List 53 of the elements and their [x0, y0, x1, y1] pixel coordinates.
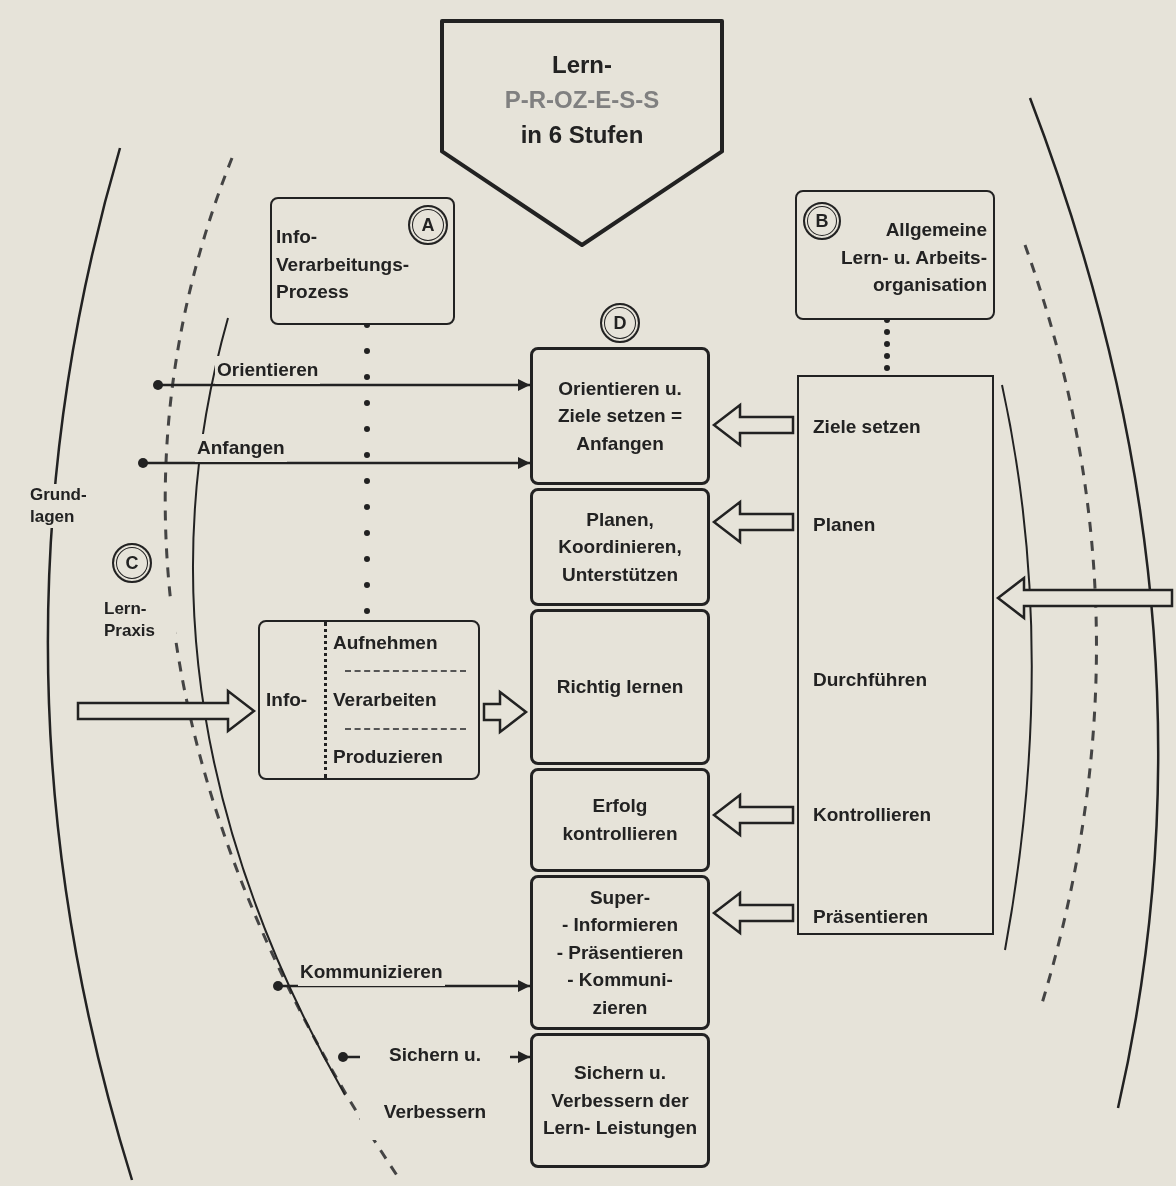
step-label: Durchführen	[813, 668, 927, 692]
box-text: Richtig lernen	[556, 675, 684, 700]
circle-letter: A	[421, 213, 435, 237]
stage-box	[530, 609, 710, 765]
step-label: Präsentieren	[813, 905, 929, 929]
step-label: Planen	[813, 513, 876, 537]
letter-circle	[112, 543, 152, 583]
letter-circle	[600, 303, 640, 343]
box-text: Aufnehmen	[333, 630, 439, 655]
arrow	[153, 378, 530, 392]
edge-label: Anfangen	[195, 434, 287, 462]
edge-label: Orientieren	[215, 356, 321, 384]
title-text: P-R-OZ-E-S-S	[504, 84, 660, 115]
box-text: Planen, Koordinieren, Unterstützen	[557, 507, 683, 587]
step-label: Ziele setzen	[813, 415, 921, 439]
hollow-arrow	[995, 575, 1174, 621]
arrow	[273, 979, 530, 993]
box-text: Orientieren u. Ziele setzen = Anfangen	[556, 376, 684, 456]
letter-circle	[803, 202, 841, 240]
stage-box	[530, 875, 710, 1030]
circle-letter: B	[815, 209, 829, 233]
box-text: Produzieren	[333, 745, 444, 770]
box-text: Super-	[589, 885, 651, 910]
circle-letter: C	[125, 551, 139, 575]
title-text: Lern-	[552, 50, 612, 80]
title-text: in 6 Stufen	[520, 119, 644, 150]
hollow-arrow	[711, 402, 795, 448]
hollow-arrow	[76, 688, 257, 734]
circle-letter: D	[613, 311, 627, 335]
step-label: Kontrollieren	[813, 803, 932, 827]
step-list-box	[797, 375, 994, 935]
info-box	[795, 190, 995, 320]
info-box	[258, 620, 480, 780]
stage-box	[530, 488, 710, 606]
box-text: - Präsentieren	[556, 940, 684, 965]
box-text: - Informieren	[561, 913, 679, 938]
letter-circle	[408, 205, 448, 245]
box-text: Erfolg kontrollieren	[561, 794, 679, 846]
hollow-arrow	[711, 792, 795, 838]
box-text: Info- Verarbeitungs- Prozess	[276, 225, 411, 305]
arrow	[138, 456, 530, 470]
hollow-arrow	[711, 890, 795, 936]
stage-box	[530, 347, 710, 485]
box-text: Info-	[265, 688, 309, 713]
box-text: Verarbeiten	[333, 688, 438, 713]
hollow-arrow	[711, 499, 795, 545]
stage-box	[530, 1033, 710, 1168]
info-box	[270, 197, 455, 325]
box-text: Sichern u. Verbessern der Lern- Leistungen	[541, 1061, 699, 1141]
box-text: Allgemeine Lern- u. Arbeits- organisation	[839, 218, 987, 298]
hollow-arrow	[482, 689, 529, 735]
stage-box	[530, 768, 710, 872]
box-text: - Kommuni- zieren	[566, 968, 674, 1020]
